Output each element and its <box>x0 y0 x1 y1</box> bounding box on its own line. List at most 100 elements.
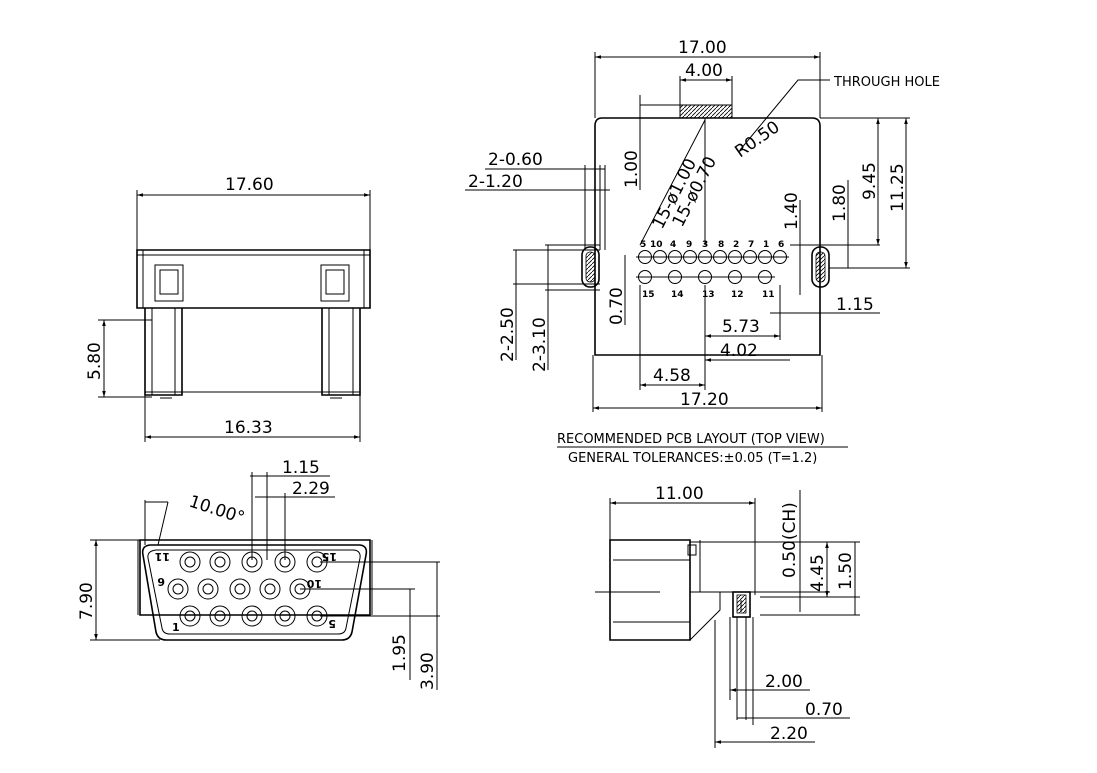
side-view: 11.00 0.50(CH) 4.45 1.50 2.00 <box>595 484 860 748</box>
left-latch <box>154 264 184 302</box>
left-oval-slot <box>581 246 600 288</box>
right-latch <box>320 264 350 302</box>
pin-label: 9 <box>686 240 692 250</box>
dim-2-00: 2.00 <box>765 672 803 692</box>
socket-pin-core <box>246 556 258 568</box>
pin-label: 8 <box>718 240 724 250</box>
dim-pitch-1-15: 1.15 <box>282 458 320 478</box>
pin-label: 10 <box>650 240 663 250</box>
radius-label: R0.50 <box>731 117 783 162</box>
pin-label: 7 <box>748 240 754 250</box>
dim-chamfer: 0.50(CH) <box>780 502 800 578</box>
pin-label: 6 <box>778 240 784 250</box>
dim-4-02: 4.02 <box>720 341 758 361</box>
pin-label: 1 <box>763 240 769 250</box>
side-bevel <box>689 592 721 641</box>
pin-number-1: 1 <box>172 621 180 634</box>
through-hole-label: THROUGH HOLE <box>833 75 940 90</box>
socket-pin-core <box>172 583 184 595</box>
dim-17-60: 17.60 <box>225 175 274 195</box>
dsub-inner <box>147 549 361 635</box>
dim-0-70: 0.70 <box>607 287 627 325</box>
right-latch-inner <box>325 269 345 295</box>
socket-pin-core <box>264 583 276 595</box>
socket-pins-row3 <box>179 605 328 627</box>
dim-4-00: 4.00 <box>685 61 723 81</box>
dim-11-25: 11.25 <box>888 163 908 212</box>
dim-1-00: 1.00 <box>622 150 642 188</box>
right-oval-slot <box>811 246 830 288</box>
socket-pin <box>209 551 231 573</box>
socket-pin-core <box>234 583 246 595</box>
top-pin-holes <box>636 250 789 264</box>
left-leg <box>144 308 183 396</box>
dim-9-45: 9.45 <box>860 162 880 200</box>
pin-label: 15 <box>642 290 655 300</box>
leader-through-hole <box>739 79 830 151</box>
dim-0-70: 0.70 <box>805 700 843 720</box>
dim-1-80: 1.80 <box>830 184 850 222</box>
dim-1-15: 1.15 <box>836 295 874 315</box>
socket-pin <box>241 551 263 573</box>
socket-pin-core <box>202 583 214 595</box>
socket-pin <box>197 578 219 600</box>
side-tab <box>687 544 697 556</box>
dim-1-40: 1.40 <box>782 192 802 230</box>
socket-pin-core <box>246 610 258 622</box>
top-pin-labels: 5 10 4 9 3 8 2 7 1 6 <box>640 240 784 250</box>
caption-tolerance: GENERAL TOLERANCES:±0.05 (T=1.2) <box>568 451 817 466</box>
dim-4-45: 4.45 <box>808 554 828 592</box>
dim-1-95: 1.95 <box>390 634 410 672</box>
dim-pitch-2-29: 2.29 <box>292 479 330 499</box>
pin-label: 13 <box>702 290 715 300</box>
socket-pin <box>179 551 201 573</box>
dim-1-50: 1.50 <box>836 552 856 590</box>
angle-label: 10.00° <box>186 492 247 529</box>
socket-pin <box>167 578 189 600</box>
dim-3-90: 3.90 <box>418 652 438 690</box>
pin-number-11: 11 <box>155 550 170 563</box>
dim-2-0-60: 2-0.60 <box>488 150 543 170</box>
pcb-outline <box>594 117 821 356</box>
leader-hole-spec <box>639 119 706 246</box>
dim-2-1-20: 2-1.20 <box>468 172 523 192</box>
socket-pin-core <box>279 610 291 622</box>
socket-pin-core <box>214 556 226 568</box>
hatched-slot <box>679 104 733 119</box>
socket-pin-core <box>184 610 196 622</box>
socket-pins-row1 <box>179 551 328 573</box>
socket-pin-core <box>214 610 226 622</box>
socket-pin <box>229 578 251 600</box>
shell-outline <box>139 539 371 616</box>
dim-7-90: 7.90 <box>77 582 97 620</box>
pcb-layout-view: 17.00 4.00 THROUGH HOLE R0.50 1.00 15-ø1… <box>465 38 940 466</box>
pin-number-10: 10 <box>306 577 322 590</box>
socket-pin <box>241 605 263 627</box>
socket-pin <box>274 551 296 573</box>
dim-5-80: 5.80 <box>85 342 105 380</box>
pin-label: 2 <box>733 240 739 250</box>
dim-2-20: 2.20 <box>770 724 808 744</box>
dim-17-00: 17.00 <box>678 38 727 58</box>
pin-stub <box>732 591 751 618</box>
bottom-pin-holes <box>636 270 775 284</box>
left-oval-inner <box>585 251 596 283</box>
right-leg <box>321 308 361 396</box>
dim-5-73: 5.73 <box>722 317 760 337</box>
front-view: 17.60 5.80 16.33 <box>85 175 371 442</box>
right-oval-inner <box>815 251 826 283</box>
bottom-pin-labels: 15 14 13 12 11 <box>642 290 775 300</box>
dim-16-33: 16.33 <box>224 418 273 438</box>
socket-pin <box>209 605 231 627</box>
angle-line <box>157 501 169 546</box>
socket-face-view: 1.15 2.29 10.00° <box>77 458 440 690</box>
socket-pin-core <box>184 556 196 568</box>
pin-label: 14 <box>671 290 684 300</box>
side-body <box>609 539 691 641</box>
socket-pin <box>259 578 281 600</box>
pin-number-5: 5 <box>328 617 336 630</box>
dsub-shell <box>141 544 368 641</box>
pin-number-15: 15 <box>322 550 337 563</box>
connector-shell <box>136 249 371 309</box>
